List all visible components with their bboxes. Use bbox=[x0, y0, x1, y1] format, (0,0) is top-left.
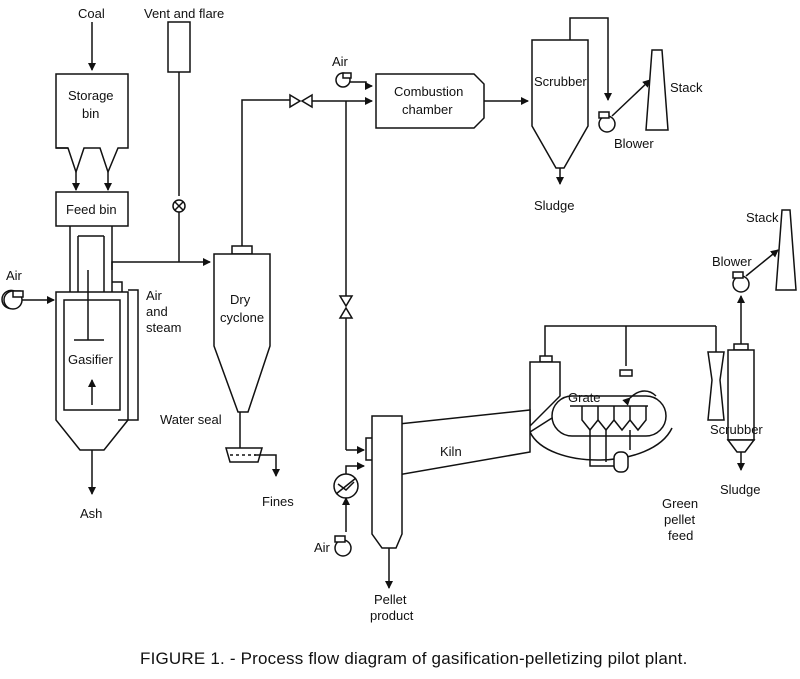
pellet-product-label-2: product bbox=[370, 608, 414, 623]
gasifier-label: Gasifier bbox=[68, 352, 113, 367]
pellet-cooler bbox=[365, 415, 403, 549]
vent-and-flare-label: Vent and flare bbox=[144, 6, 224, 21]
air-blower-left bbox=[1, 289, 24, 310]
water-seal bbox=[225, 412, 263, 463]
pellet-label: pellet bbox=[664, 512, 695, 527]
air-bottom-label: Air bbox=[314, 540, 331, 555]
air-blower-top bbox=[335, 72, 352, 88]
vent-and-flare bbox=[167, 21, 191, 262]
stack-right-label: Stack bbox=[746, 210, 779, 225]
fines-label: Fines bbox=[262, 494, 294, 509]
air-steam-label-2: and bbox=[146, 304, 168, 319]
stack-top-label: Stack bbox=[670, 80, 703, 95]
stack-right bbox=[775, 209, 797, 291]
blower-right bbox=[732, 271, 750, 293]
grate-label: Grate bbox=[568, 390, 601, 405]
air-heater bbox=[333, 473, 359, 499]
ash-label: Ash bbox=[80, 506, 102, 521]
sludge-right-label: Sludge bbox=[720, 482, 760, 497]
cyclone-label: cyclone bbox=[220, 310, 264, 325]
scrubber-top-label: Scrubber bbox=[534, 74, 587, 89]
blower-top bbox=[598, 111, 616, 133]
feed-bin bbox=[55, 191, 129, 227]
blower-top-label: Blower bbox=[614, 136, 654, 151]
dry-cyclone bbox=[213, 245, 271, 413]
storage-bin bbox=[55, 73, 129, 175]
scrubber-right-label: Scrubber bbox=[710, 422, 763, 437]
scrubber-right bbox=[726, 343, 756, 453]
combustion-label: Combustion bbox=[394, 84, 463, 99]
dry-label: Dry bbox=[230, 292, 251, 307]
blower-right-label: Blower bbox=[712, 254, 752, 269]
feed-bin-label: Feed bin bbox=[66, 202, 117, 217]
water-seal-label: Water seal bbox=[160, 412, 222, 427]
bin-label: bin bbox=[82, 106, 99, 121]
gasifier bbox=[55, 270, 129, 451]
coal-label: Coal bbox=[78, 6, 105, 21]
air-steam-label-1: Air bbox=[146, 288, 163, 303]
air-steam-label-3: steam bbox=[146, 320, 181, 335]
air-blower-bottom bbox=[334, 535, 352, 557]
sludge-top-label: Sludge bbox=[534, 198, 574, 213]
figure-caption: FIGURE 1. - Process flow diagram of gasi… bbox=[140, 649, 688, 668]
scrubber-top bbox=[531, 39, 589, 169]
stack-top bbox=[645, 49, 669, 131]
combustion-chamber bbox=[375, 73, 485, 129]
chamber-label: chamber bbox=[402, 102, 453, 117]
air-left-label: Air bbox=[6, 268, 23, 283]
feed-label: feed bbox=[668, 528, 693, 543]
air-top-label: Air bbox=[332, 54, 349, 69]
grate-unit bbox=[529, 355, 673, 473]
storage-label: Storage bbox=[68, 88, 114, 103]
kiln-label: Kiln bbox=[440, 444, 462, 459]
green-label: Green bbox=[662, 496, 698, 511]
pellet-product-label-1: Pellet bbox=[374, 592, 407, 607]
